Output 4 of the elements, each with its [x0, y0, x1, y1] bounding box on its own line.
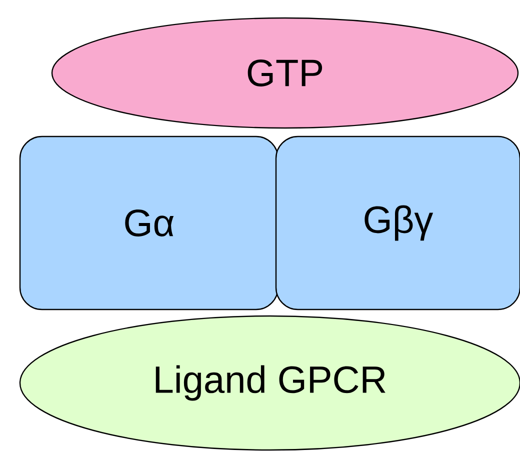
rounded-box: Gα — [19, 136, 279, 310]
ellipse-node: GTP — [51, 17, 519, 129]
rounded-box: Gβγ — [275, 136, 520, 310]
ellipse-node: Ligand GPCR — [19, 315, 520, 451]
